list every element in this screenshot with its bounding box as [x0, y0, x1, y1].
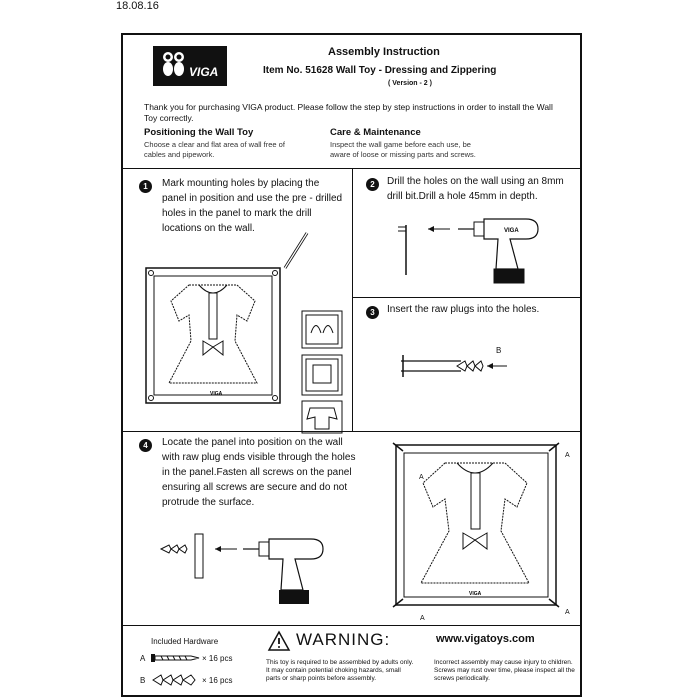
hardware-title: Included Hardware — [151, 637, 219, 646]
date-stamp: 18.08.16 — [116, 0, 159, 12]
warning-triangle-icon — [267, 630, 291, 651]
screw-label-a-1: A — [419, 474, 424, 481]
website-line-2: Screws may rust over time, please inspec… — [434, 667, 575, 674]
positioning-heading: Positioning the Wall Toy — [144, 127, 254, 138]
step-4-line-2: with raw plug ends visible through the h… — [162, 452, 356, 463]
care-heading: Care & Maintenance — [330, 127, 421, 138]
divider-footer — [123, 625, 580, 626]
logo-text: VIGA — [189, 65, 219, 79]
intro-text: Thank you for purchasing VIGA product. P… — [144, 102, 553, 123]
step-1-illustration: VIGA — [145, 232, 343, 434]
step-4-drill-illustration — [159, 533, 324, 604]
instruction-sheet: VIGA Assembly Instruction Item No. 51628… — [121, 33, 582, 697]
positioning-line-1: Choose a clear and flat area of wall fre… — [144, 140, 285, 149]
page-title: Assembly Instruction — [328, 46, 440, 58]
drill-illustration: VIGA — [398, 218, 539, 284]
screw-label-a-2: A — [565, 452, 570, 459]
svg-text:VIGA: VIGA — [210, 391, 223, 397]
step-2-line-1: Drill the holes on the wall using an 8mm — [387, 176, 564, 187]
step-1-line-3: holes in the panel to mark the drill — [162, 208, 312, 219]
website-line-3: screws periodically. — [434, 675, 490, 682]
warning-line-3: parts or sharp points before assembly. — [266, 675, 377, 682]
screw-label-a-3: A — [420, 615, 425, 622]
raw-plug-icon — [152, 674, 196, 686]
header: VIGA Assembly Instruction Item No. 51628… — [123, 35, 580, 97]
step-1-line-2: panel in position and use the pre - dril… — [162, 193, 343, 204]
hardware-a-qty: × 16 pcs — [202, 654, 233, 663]
care-line-2: aware of loose or missing parts and scre… — [330, 150, 476, 159]
warning-line-2: It may contain potential choking hazards… — [266, 667, 401, 674]
item-line: Item No. 51628 Wall Toy - Dressing and Z… — [263, 65, 497, 76]
step-4-number: 4 — [139, 439, 152, 452]
step-4-panel-illustration: VIGA — [392, 442, 560, 608]
screw-icon — [151, 654, 200, 662]
viga-logo: VIGA — [153, 46, 227, 86]
website-line-1: Incorrect assembly may cause injury to c… — [434, 659, 573, 666]
step-4-line-1: Locate the panel into position on the wa… — [162, 437, 343, 448]
website-link[interactable]: www.vigatoys.com — [436, 633, 535, 645]
footer: Included Hardware A × 16 pcs B × 16 pcs … — [123, 625, 580, 695]
version-label: ( Version - 2 ) — [388, 80, 432, 87]
step-4-line-4: ensuring all screws are secure and do no… — [162, 482, 348, 493]
raw-plug-illustration — [401, 355, 507, 377]
bear-logo-icon — [153, 46, 227, 86]
step-2-line-2: drill bit.Drill a hole 45mm in depth. — [387, 191, 538, 202]
hardware-b-label: B — [140, 676, 146, 685]
hardware-a-label: A — [140, 654, 146, 663]
divider-vertical — [352, 168, 353, 432]
divider-step-4 — [123, 431, 580, 432]
warning-title: WARNING: — [296, 630, 391, 649]
step-4-line-3: in the panel.Fasten all screws on the pa… — [162, 467, 352, 478]
screw-label-a-4: A — [565, 609, 570, 616]
step-1-line-4: locations on the wall. — [162, 223, 255, 234]
svg-text:VIGA: VIGA — [469, 591, 482, 597]
step-4-line-5: protrude the surface. — [162, 497, 255, 508]
step-3-number: 3 — [366, 306, 379, 319]
step-3-line-1: Insert the raw plugs into the holes. — [387, 304, 540, 315]
plug-label-b: B — [496, 346, 502, 355]
step-1-number: 1 — [139, 180, 152, 193]
positioning-line-2: cables and pipework. — [144, 150, 215, 159]
step-1-line-1: Mark mounting holes by placing the — [162, 178, 320, 189]
hardware-b-qty: × 16 pcs — [202, 676, 233, 685]
care-line-1: Inspect the wall game before each use, b… — [330, 140, 471, 149]
svg-text:VIGA: VIGA — [504, 228, 519, 234]
step-2-number: 2 — [366, 178, 379, 191]
warning-line-1: This toy is required to be assembled by … — [266, 659, 414, 666]
divider-step-2-3 — [352, 297, 580, 298]
divider-top — [123, 168, 580, 169]
